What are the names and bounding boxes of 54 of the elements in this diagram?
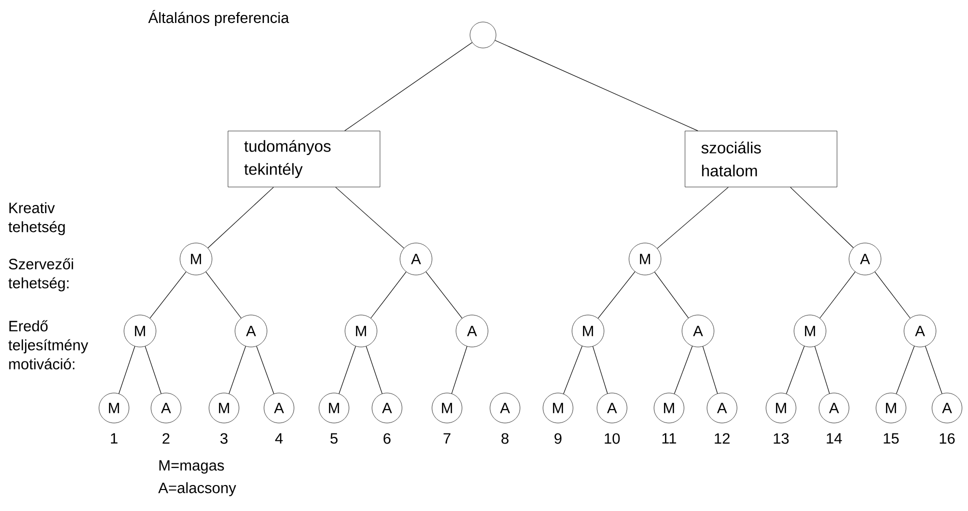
tree-line bbox=[208, 186, 274, 248]
leaf-number: 9 bbox=[554, 433, 562, 444]
tree-line bbox=[654, 272, 689, 318]
level-label: Szervezői tehetség: bbox=[8, 258, 74, 292]
leaf-number: 4 bbox=[275, 433, 283, 444]
title: Általános preferencia bbox=[148, 10, 290, 26]
tree-line bbox=[814, 346, 830, 394]
tree-line bbox=[228, 346, 246, 394]
tree-line bbox=[338, 346, 356, 394]
legend-text: A=alacsony bbox=[158, 482, 236, 496]
leaf-number: 1 bbox=[110, 433, 118, 444]
tree-line bbox=[598, 271, 636, 319]
tree-line bbox=[344, 42, 472, 132]
tree-line bbox=[820, 272, 856, 318]
leaf-number: 10 bbox=[604, 433, 620, 444]
legend-text: M=magas bbox=[159, 460, 224, 474]
leaf-number: 12 bbox=[714, 433, 730, 444]
leaf-number: 11 bbox=[662, 433, 676, 444]
tree-line bbox=[896, 346, 915, 394]
tree-line bbox=[674, 346, 693, 394]
tree-line bbox=[144, 346, 162, 394]
tree-line bbox=[256, 346, 274, 394]
tree-line bbox=[366, 346, 382, 394]
level-label: Kreativ tehetség bbox=[8, 202, 65, 236]
leaf-number: 7 bbox=[444, 433, 450, 444]
leaf-number: 16 bbox=[940, 433, 955, 444]
tree-line bbox=[925, 346, 942, 394]
tree-line bbox=[494, 40, 698, 132]
category-box: szociális hatalom bbox=[684, 130, 838, 188]
tree-line bbox=[702, 346, 718, 394]
tree-line bbox=[451, 346, 468, 394]
tree-line bbox=[426, 271, 462, 318]
tree-line bbox=[656, 186, 729, 249]
tree-line bbox=[786, 346, 805, 394]
leaf-number: 5 bbox=[330, 433, 338, 444]
tree-line bbox=[790, 186, 854, 248]
leaf-number: 3 bbox=[220, 433, 228, 444]
leaf-number: 13 bbox=[774, 433, 789, 444]
empty-circle bbox=[470, 22, 496, 48]
tree-line bbox=[874, 272, 910, 318]
tree-line bbox=[118, 346, 136, 394]
level-label: Eredő teljesítmény motiváció: bbox=[8, 320, 88, 370]
tree-line bbox=[150, 271, 186, 318]
tree-line bbox=[206, 272, 242, 318]
leaf-number: 6 bbox=[384, 433, 391, 444]
tree-line bbox=[592, 346, 608, 394]
category-box: tudományos tekintély bbox=[228, 130, 380, 188]
leaf-number: 8 bbox=[502, 433, 509, 444]
tree-line bbox=[563, 346, 582, 394]
tree-line bbox=[335, 186, 404, 249]
tree-line bbox=[370, 272, 406, 318]
leaf-number: 15 bbox=[884, 433, 899, 444]
leaf-number: 2 bbox=[162, 433, 170, 444]
leaf-number: 14 bbox=[826, 433, 842, 444]
